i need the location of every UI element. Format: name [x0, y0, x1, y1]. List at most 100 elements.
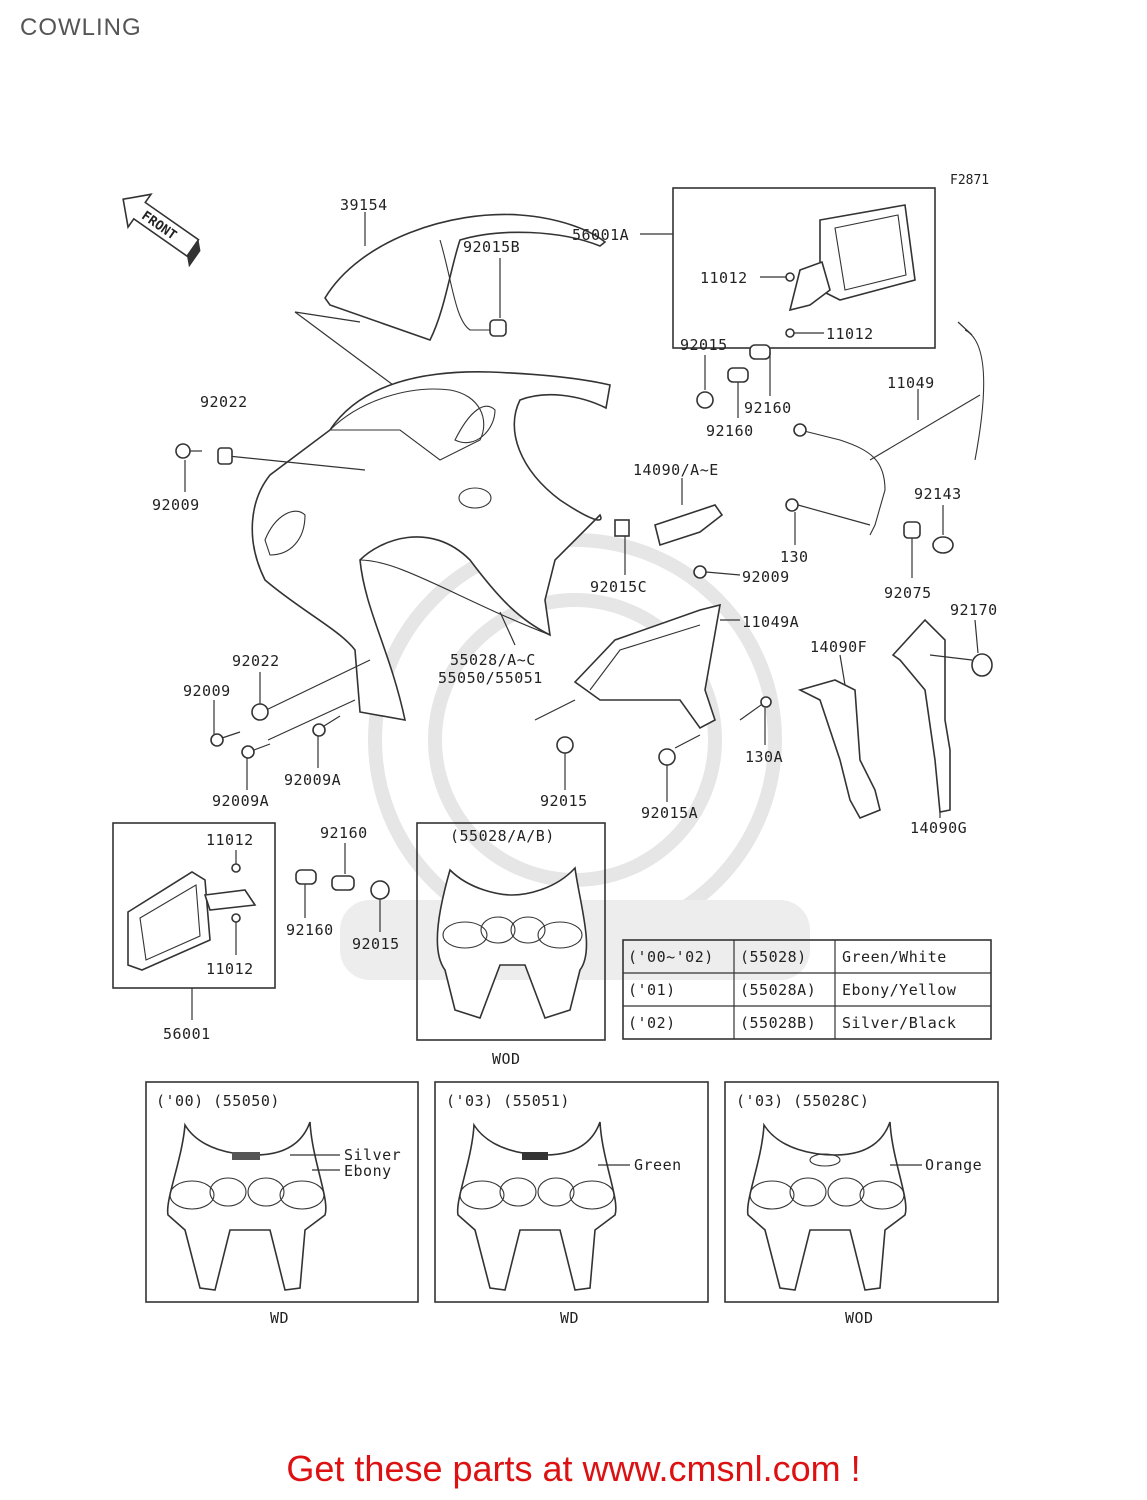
plug-icon: [971, 653, 993, 677]
callout-92015: 92015: [680, 336, 728, 354]
washer-icon: [217, 447, 233, 465]
bracket-14090F-part: [797, 679, 881, 820]
callout-92022: 92022: [232, 652, 280, 670]
nut-icon: [370, 880, 390, 900]
callout-11049: 11049: [887, 374, 935, 392]
callout-39154: 39154: [340, 196, 388, 214]
callout-92160: 92160: [286, 921, 334, 939]
upper-cowl-part: [251, 371, 611, 721]
color-label: Green: [634, 1156, 682, 1174]
variant-model: WD: [560, 1309, 579, 1327]
callout-14090F: 14090F: [810, 638, 867, 656]
page-title: COWLING: [20, 14, 142, 41]
callout-11012: 11012: [206, 960, 254, 978]
stay-11049A-part: [573, 603, 722, 730]
callout-14090-A-E: 14090/A~E: [633, 461, 719, 479]
table-color: Ebony/Yellow: [842, 981, 957, 999]
cowl-variant-55028-icon: [436, 866, 588, 1019]
callout-92009: 92009: [152, 496, 200, 514]
parts-diagram: F2871 FRONT: [112, 173, 999, 1327]
table-part: (55028A): [740, 981, 816, 999]
callout-92160: 92160: [320, 824, 368, 842]
nut-icon: [903, 521, 921, 539]
grommet-icon: [331, 875, 355, 891]
mirror-56001A-part: [785, 204, 916, 338]
callout-92075: 92075: [884, 584, 932, 602]
callout-92009: 92009: [742, 568, 790, 586]
callout-130A: 130A: [745, 748, 783, 766]
screw-icon: [175, 443, 202, 459]
callout-92160: 92160: [706, 422, 754, 440]
callout-92015A: 92015A: [641, 804, 698, 822]
bolt-icon: [785, 498, 799, 512]
color-table: [622, 939, 992, 1040]
windscreen-part: [324, 213, 607, 341]
variant-header: ('00) (55050): [156, 1092, 280, 1110]
grommet-icon: [295, 869, 317, 885]
nut-icon: [696, 391, 714, 409]
bracket-14090G-part: [891, 618, 951, 813]
table-part: (55028B): [740, 1014, 816, 1032]
screw-icon: [241, 743, 271, 759]
variant-box-55028: [416, 822, 606, 1041]
callout-92143: 92143: [914, 485, 962, 503]
variant-box-55028C: [724, 1081, 999, 1303]
variant-model: WOD: [492, 1050, 521, 1068]
table-color: Green/White: [842, 948, 947, 966]
callout-92009A: 92009A: [284, 771, 341, 789]
grommet-icon: [749, 344, 771, 360]
nut-icon: [658, 748, 676, 766]
callout-92015C: 92015C: [590, 578, 647, 596]
screw-icon: [210, 731, 241, 747]
mirror-kit-box: [672, 187, 936, 349]
callout-56001A: 56001A: [572, 226, 629, 244]
callout-92015: 92015: [352, 935, 400, 953]
callout-92015: 92015: [540, 792, 588, 810]
callout-11012: 11012: [826, 325, 874, 343]
variant-box-55051: [434, 1081, 709, 1303]
cowl-variant-55028C-icon: [746, 1121, 907, 1291]
table-year: ('00~'02): [628, 948, 714, 966]
mirror-box-56001: [112, 822, 276, 989]
washer-icon: [251, 703, 269, 721]
color-label: Ebony: [344, 1162, 392, 1180]
callout-11012: 11012: [700, 269, 748, 287]
stay-11049-part: [793, 321, 985, 536]
bracket-14090-part: [614, 504, 724, 579]
cap-icon: [932, 536, 954, 554]
callout-92015B: 92015B: [463, 238, 520, 256]
figure-code: F2871: [950, 173, 989, 188]
callout-92170: 92170: [950, 601, 998, 619]
callout-11012: 11012: [206, 831, 254, 849]
front-arrow-icon: FRONT: [122, 193, 201, 268]
color-label: Orange: [925, 1156, 982, 1174]
callout-55028-A-C: 55028/A~C: [450, 651, 536, 669]
variant-header: ('03) (55051): [446, 1092, 570, 1110]
callout-130: 130: [780, 548, 809, 566]
table-color: Silver/Black: [842, 1014, 956, 1032]
bolt-130A-icon: [739, 696, 772, 721]
screw-icon: [312, 715, 341, 737]
table-year: ('02): [628, 1014, 676, 1032]
callout-92009: 92009: [183, 682, 231, 700]
variant-box-55050: [145, 1081, 419, 1303]
table-year: ('01): [628, 981, 676, 999]
callout-11049A: 11049A: [742, 613, 799, 631]
variant-header: ('03) (55028C): [736, 1092, 869, 1110]
grommet-icon: [727, 367, 749, 383]
color-label: Silver: [344, 1146, 401, 1164]
callout-55050-55051: 55050/55051: [438, 669, 543, 687]
variant-header: (55028/A/B): [450, 827, 555, 845]
callout-92022: 92022: [200, 393, 248, 411]
callout-92009A: 92009A: [212, 792, 269, 810]
callout-56001: 56001: [163, 1025, 211, 1043]
table-part: (55028): [740, 948, 807, 966]
variant-model: WD: [270, 1309, 289, 1327]
footer-link[interactable]: Get these parts at www.cmsnl.com !: [286, 1448, 861, 1489]
callout-92160: 92160: [744, 399, 792, 417]
cowl-variant-55051-icon: [456, 1121, 617, 1291]
variant-model: WOD: [845, 1309, 874, 1327]
callout-14090G: 14090G: [910, 819, 967, 837]
nut-icon: [556, 736, 574, 754]
cowl-variant-55050-icon: [166, 1121, 327, 1291]
